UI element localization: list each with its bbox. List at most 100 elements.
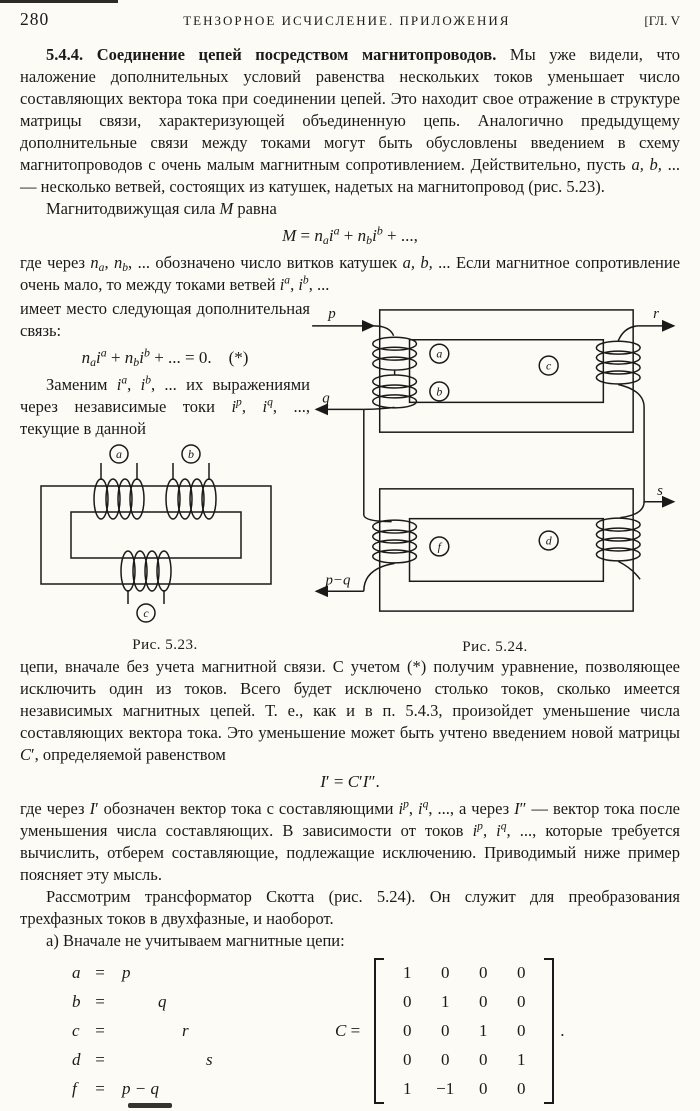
paragraph-mmf-intro: Магнитодвижущая сила М равна <box>46 199 277 218</box>
matrix-cell: 0 <box>478 1079 488 1098</box>
matrix-cell: 0 <box>440 1021 450 1040</box>
matrix-cell: 1 <box>440 992 450 1011</box>
running-title: ТЕНЗОРНОЕ ИСЧИСЛЕНИЕ. ПРИЛОЖЕНИЯ <box>183 13 511 28</box>
equation-constraint: naia + nbib + ... = 0. (*) <box>81 345 249 369</box>
equals-sign: = <box>95 1079 105 1098</box>
connection-matrix: 1 0 0 0 0 1 0 0 0 0 1 0 0 0 0 1 1 −1 0 0 <box>374 958 555 1104</box>
coil-label-a: a <box>116 447 122 461</box>
label-circle-b <box>180 444 201 464</box>
left-column: имеет место следующая дополнительная свя… <box>20 298 310 656</box>
coil-b <box>164 478 217 520</box>
system-lhs: a <box>72 963 81 982</box>
coil-label-f: f <box>438 539 443 553</box>
scan-artifact-bottom <box>128 1103 172 1108</box>
system-lines: a=p b=q c=r d=s f=p − q <box>72 962 277 1100</box>
matrix-cell: 0 <box>440 963 450 982</box>
matrix-cell: 0 <box>516 1021 526 1040</box>
figure-5-23-drawing: a b c <box>39 444 272 623</box>
matrix-cell: 0 <box>516 1079 526 1098</box>
scan-artifact-top <box>0 0 118 3</box>
coil-leads-bottom <box>126 590 165 604</box>
figure-5-24-caption: Рис. 5.24. <box>462 639 528 655</box>
system-rhs: r <box>182 1021 189 1040</box>
right-column: a b c f d p q r s p−q Рис. 5.24. <box>310 298 680 656</box>
page-number: 280 <box>20 9 50 29</box>
matrix-cell: 0 <box>402 992 412 1011</box>
coil-label-c: c <box>546 359 552 373</box>
paragraph-item-a: а) Вначале не учитываем магнитные цепи: <box>46 931 345 950</box>
paragraph-scott-transformer: Рассмотрим трансформатор Скотта (рис. 5.… <box>20 887 680 928</box>
system-line: a=p <box>72 962 277 984</box>
wire-right-vertical <box>618 383 647 503</box>
current-label-r: r <box>653 306 659 322</box>
system-line: d = s <box>72 1049 277 1071</box>
system-rhs: p − q <box>122 1079 159 1098</box>
coil-d <box>595 517 641 562</box>
current-label-p: p <box>327 306 335 322</box>
label-circle-f <box>429 536 450 557</box>
wire-left-vertical <box>363 409 392 523</box>
current-label-s: s <box>657 483 663 499</box>
wire-p-to-coil-a <box>373 325 395 337</box>
coil-leads-top <box>99 463 210 480</box>
matrix-cell: 0 <box>478 992 488 1011</box>
coil-a <box>372 336 418 371</box>
paragraph-after-figures: цепи, вначале без учета магнитной связи.… <box>20 657 680 764</box>
system-lhs: b <box>72 992 81 1011</box>
two-column-region: имеет место следующая дополнительная свя… <box>20 298 680 656</box>
paragraph-substitute: Заменим ia, ib, ... их выражениями через… <box>20 374 311 438</box>
system-rhs: s <box>206 1050 213 1069</box>
paragraph-where-n: где через na, nb, ... обозначено число в… <box>20 253 681 294</box>
paragraph-constraint-intro: имеет место следующая дополнительная свя… <box>20 299 310 340</box>
matrix-cell: 0 <box>516 963 526 982</box>
matrix-cell: 0 <box>516 992 526 1011</box>
system-lhs: c <box>72 1021 80 1040</box>
page-header: 280 ТЕНЗОРНОЕ ИСЧИСЛЕНИЕ. ПРИЛОЖЕНИЯ [ГЛ… <box>20 8 680 32</box>
figure-5-23: a b c Рис. 5.23. <box>20 444 310 656</box>
figure-5-24-drawing: a b c f d p q r s p−q <box>312 306 676 612</box>
label-circle-c <box>135 603 156 623</box>
matrix-cell: 1 <box>402 963 412 982</box>
system-lhs: f <box>72 1079 77 1098</box>
label-circle-c <box>538 355 559 376</box>
equation-system: a=p b=q c=r d=s f=p − q C = 1 0 0 0 0 <box>72 958 680 1104</box>
wire-coil-d-tail <box>617 560 641 580</box>
equation-mmf: M = naia + nbib + ..., <box>282 223 418 247</box>
coil-b <box>372 374 418 409</box>
coil-label-c: c <box>143 606 149 620</box>
matrix-cell: 0 <box>440 1050 450 1069</box>
system-rhs: q <box>158 992 167 1011</box>
matrix-cell: 0 <box>478 1050 488 1069</box>
label-circle-a <box>108 444 129 464</box>
system-line: f = p − q <box>72 1078 277 1100</box>
figure-5-24: a b c f d p q r s p−q Рис. 5.24. <box>310 298 680 658</box>
equals-sign: = <box>95 1021 105 1040</box>
coil-label-b: b <box>436 384 442 398</box>
matrix-cell: 1 <box>478 1021 488 1040</box>
coil-label-b: b <box>188 447 194 461</box>
chapter-ref: [ГЛ. V <box>644 13 680 28</box>
equals-sign: = <box>95 963 105 982</box>
matrix-cell: 0 <box>402 1050 412 1069</box>
coil-label-d: d <box>546 533 552 547</box>
current-label-q: q <box>322 390 330 406</box>
matrix-cell: 0 <box>402 1021 412 1040</box>
system-lhs: d <box>72 1050 81 1069</box>
current-label-p-minus-q: p−q <box>324 572 350 588</box>
coil-c <box>595 340 641 385</box>
coil-f <box>372 519 418 564</box>
coil-label-a: a <box>436 347 442 361</box>
top-core-inner-rect <box>408 339 605 404</box>
figure-5-23-caption: Рис. 5.23. <box>132 637 198 653</box>
matrix-bracket-left <box>374 958 385 1104</box>
matrix-cell: 1 <box>402 1079 412 1098</box>
matrix-cell: 1 <box>516 1050 526 1069</box>
matrix-cells: 1 0 0 0 0 1 0 0 0 0 1 0 0 0 0 1 1 −1 0 0 <box>384 958 544 1104</box>
coil-c <box>119 550 172 592</box>
wire-s-to-coil-d <box>620 501 645 519</box>
paragraph-where-I: где через I′ обозначен вектор тока с сос… <box>20 798 681 884</box>
c-equals-label: C = <box>335 1021 361 1040</box>
equals-sign: = <box>95 1050 105 1069</box>
equation-transform: I′ = C′I″. <box>320 772 380 791</box>
label-circle-a <box>429 343 450 364</box>
